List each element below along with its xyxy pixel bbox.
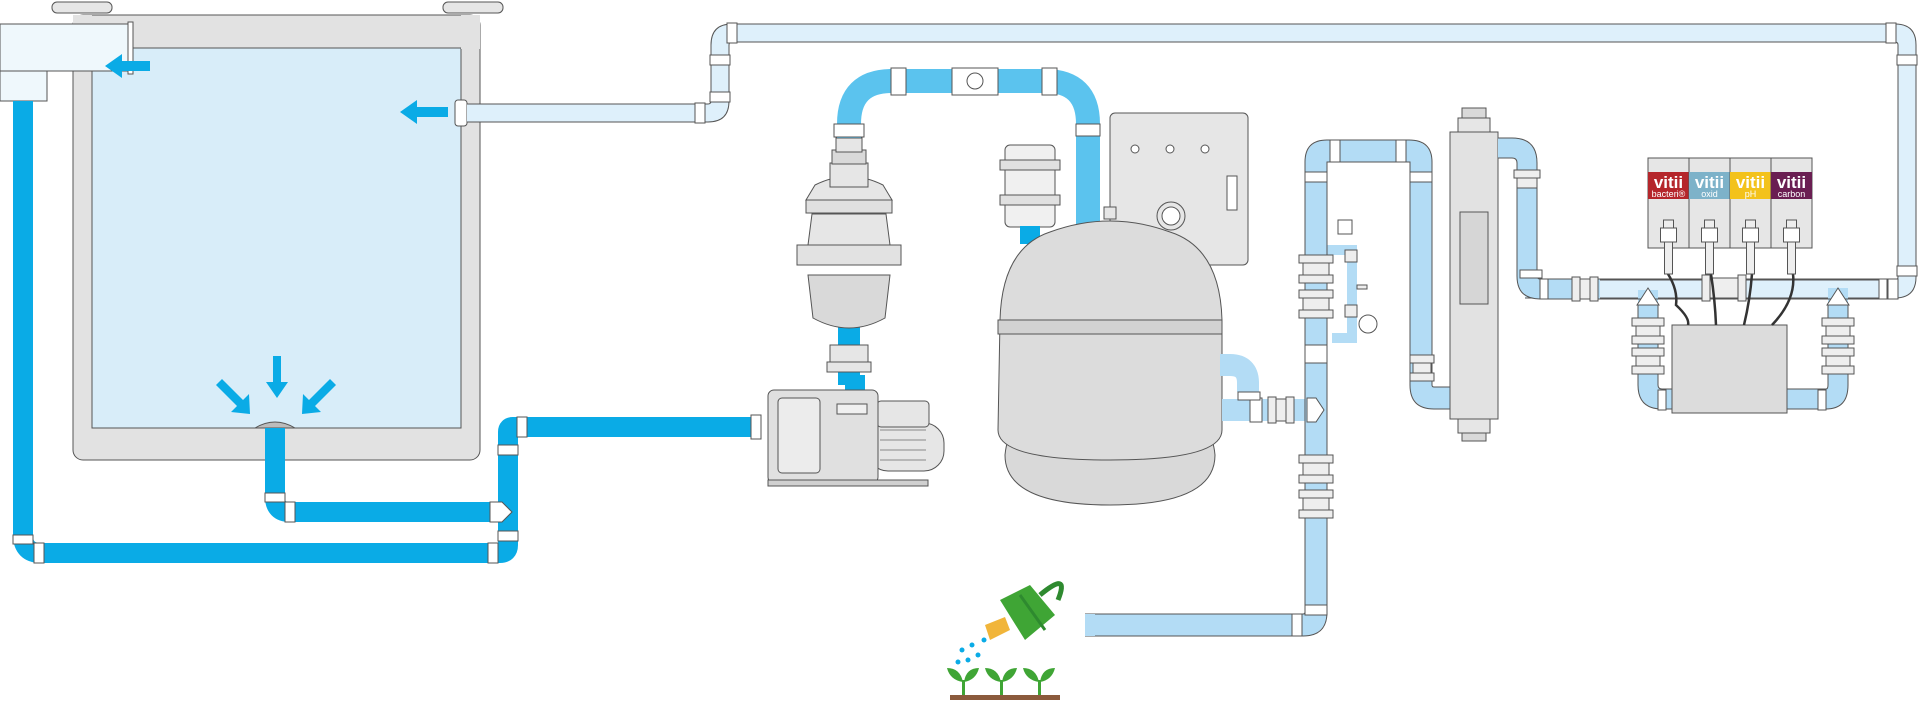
product-name: pH — [1745, 189, 1757, 199]
pump — [767, 375, 945, 487]
skimmer-flap — [127, 21, 134, 75]
injector-fitting — [1783, 227, 1800, 243]
pipe-joint — [1041, 67, 1058, 96]
arrow-diag-left-icon — [302, 379, 336, 414]
product-label-band — [1771, 172, 1812, 199]
soil — [950, 695, 1060, 700]
pipe-joint — [33, 542, 45, 564]
pipe-joint — [1075, 123, 1101, 137]
pipe-joint — [833, 123, 865, 138]
filter-band — [997, 319, 1223, 335]
arrow-skimmer-icon — [105, 54, 150, 78]
arrow-diag-right-icon — [216, 379, 250, 414]
return-inlet — [454, 99, 468, 127]
dosing-pot — [999, 144, 1061, 244]
pipe-joint — [487, 542, 499, 564]
product-name: carbon — [1778, 189, 1806, 199]
pipe-joint — [1885, 22, 1897, 44]
pipe-joint — [1896, 265, 1918, 277]
return-fittings — [694, 22, 1918, 300]
suction-fittings — [12, 414, 762, 564]
injector-cap — [1704, 219, 1715, 229]
garden-waste — [947, 581, 1095, 700]
main-drain — [253, 421, 297, 429]
filter-tank — [997, 220, 1223, 461]
pump-terminal-box — [876, 400, 930, 428]
pipe-joint — [12, 534, 34, 545]
pipe-joint — [264, 492, 286, 503]
injector-tube — [1746, 241, 1755, 275]
pipe-joint — [694, 102, 706, 124]
injector-tube — [1705, 241, 1714, 275]
pool-right-rim — [461, 15, 480, 49]
product-brand: vitii — [1695, 173, 1724, 192]
pipe-joint — [1887, 278, 1899, 300]
left-coping — [51, 1, 113, 14]
filter-feed-fittings — [833, 67, 1101, 138]
injector-tube — [1664, 241, 1673, 275]
valve-arrow — [489, 501, 513, 523]
injector-fitting — [1660, 227, 1677, 243]
injector-fitting — [1701, 227, 1718, 243]
injector-tube — [1787, 241, 1796, 275]
prefilter-collar — [796, 244, 902, 266]
uv-steriliser — [1449, 107, 1499, 442]
valve-arrow — [1306, 397, 1325, 423]
skimmer — [0, 23, 131, 72]
pump-inlet-union — [750, 414, 762, 440]
pipe-joint — [890, 67, 907, 96]
product-label-band — [1730, 172, 1771, 199]
pipe-joint — [284, 501, 296, 523]
return-piping — [467, 24, 1916, 298]
product-label-band — [1689, 172, 1730, 199]
dosing-cables — [1666, 273, 1795, 326]
injector-cap — [1745, 219, 1756, 229]
injector-fitting — [1742, 227, 1759, 243]
product-brand: vitii — [1777, 173, 1806, 192]
product-name: bacteri® — [1652, 189, 1686, 199]
injector-cap — [1663, 219, 1674, 229]
pipe-joint — [1896, 54, 1918, 66]
injector-cap — [1786, 219, 1797, 229]
pipe-joint — [726, 22, 738, 44]
prefilter — [796, 137, 902, 385]
watering-can-icon — [955, 581, 1064, 665]
seedling-icon — [947, 668, 1055, 695]
flow-arrows — [105, 54, 448, 414]
product-brand: vitii — [1736, 173, 1765, 192]
pipe-joint — [709, 91, 731, 103]
pipe-joint — [709, 54, 731, 66]
right-coping — [442, 1, 504, 14]
product-label-band — [1648, 172, 1689, 199]
product-name: oxid — [1701, 189, 1718, 199]
arrow-down-icon — [266, 356, 288, 398]
pool — [0, 1, 504, 461]
pipe-joint — [497, 444, 519, 456]
dosing-controller — [1671, 324, 1788, 414]
product-brand: vitii — [1654, 173, 1683, 192]
sand-filter — [997, 206, 1223, 506]
pipe-joint — [497, 530, 519, 542]
skimmer-neck — [0, 70, 48, 102]
dosing-loop-fittings — [1513, 169, 1888, 411]
pump-strainer — [777, 397, 821, 474]
pump-base — [767, 479, 929, 487]
arrow-return-icon — [400, 100, 448, 124]
post-filter-fittings — [1237, 139, 1435, 637]
pipe-joint — [516, 416, 528, 438]
